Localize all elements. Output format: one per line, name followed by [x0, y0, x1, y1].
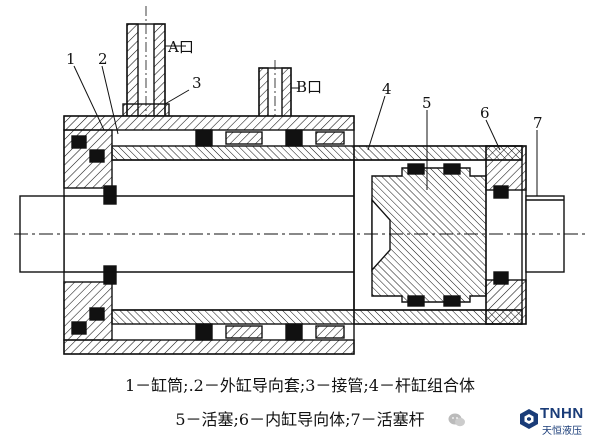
brand-watermark: TNHN 天恒液压 — [516, 404, 600, 438]
callout-5: 5 — [422, 94, 432, 112]
front-gland — [63, 129, 117, 341]
caption-line-1: 1－缸筒;.2－外缸导向套;3－接管;4－杆缸组合体 — [125, 376, 475, 395]
brand-name-chinese: 天恒液压 — [542, 426, 582, 437]
brand-name-latin: TNHN — [540, 405, 584, 422]
cylinder-drawing — [14, 6, 586, 355]
port-b-label: B口 — [296, 78, 322, 96]
leader-lines — [73, 45, 538, 196]
callout-7: 7 — [533, 114, 543, 132]
callout-2: 2 — [98, 50, 108, 68]
caption-line-2: 5－活塞;6－内缸导向体;7－活塞杆 — [175, 410, 425, 429]
rod-cylinder-assembly — [111, 129, 523, 341]
callout-6: 6 — [480, 104, 490, 122]
inner-guide — [485, 145, 527, 325]
callout-1: 1 — [66, 50, 76, 68]
piston — [371, 163, 487, 307]
callout-4: 4 — [382, 80, 392, 98]
wechat-icon — [448, 413, 465, 427]
brand-logo-icon — [520, 409, 538, 429]
port-a-pipe — [122, 6, 170, 120]
port-a-label: A口 — [167, 38, 194, 56]
callout-3: 3 — [192, 74, 202, 92]
